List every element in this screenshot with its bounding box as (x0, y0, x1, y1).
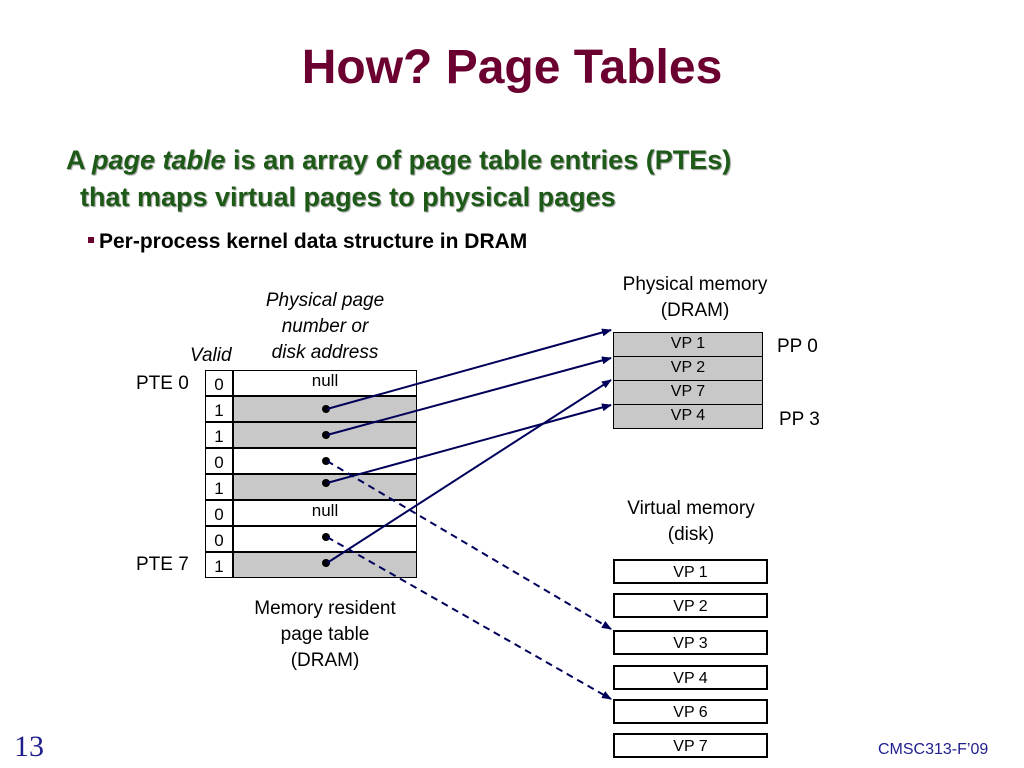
page-table-top-caption: Physical page number or disk address (233, 288, 417, 366)
valid-cell: 0 (205, 370, 233, 396)
sub-bullet-text: Per-process kernel data structure in DRA… (99, 230, 528, 253)
caption-line: number or (281, 316, 369, 337)
pte-cell (233, 552, 417, 578)
virtual-page: VP 3 (613, 630, 768, 655)
caption-line: Physical memory (622, 274, 768, 295)
caption-line: (DRAM) (290, 650, 360, 671)
virtual-page: VP 1 (613, 559, 768, 584)
caption-line: Memory resident (254, 598, 396, 619)
pte-cell (233, 526, 417, 552)
virtual-memory-caption: Virtual memory (disk) (600, 496, 782, 548)
bullet-main-line2: that maps virtual pages to physical page… (80, 182, 616, 212)
bullet-prefix: A (66, 145, 92, 175)
pointer-dot (322, 559, 330, 567)
arrow-pte7-to-pp2 (326, 379, 612, 564)
arrow-pte3-to-disk-vp3 (326, 460, 612, 630)
pte-cell (233, 448, 417, 474)
virtual-page: VP 2 (613, 593, 768, 618)
page-table-bottom-caption: Memory resident page table (DRAM) (220, 596, 430, 674)
valid-cell: 0 (205, 526, 233, 552)
physical-page: VP 4 (613, 404, 763, 429)
pte0-label: PTE 0 (136, 373, 189, 394)
physical-page: VP 7 (613, 380, 763, 405)
bullet-square-icon (88, 237, 94, 244)
bullet-main-line1: A page table is an array of page table e… (66, 145, 731, 176)
caption-line: (DRAM) (660, 300, 730, 321)
valid-label: Valid (190, 345, 232, 366)
slide-number: 13 (14, 730, 44, 763)
pp0-label: PP 0 (777, 336, 818, 357)
bullet-rest: is an array of page table entries (PTEs) (225, 145, 732, 175)
arrow-pte1-to-pp0 (326, 328, 612, 410)
pointer-dot (322, 479, 330, 487)
caption-line: Virtual memory (627, 498, 755, 519)
pp3-label: PP 3 (779, 409, 820, 430)
pointer-dot (322, 405, 330, 413)
valid-cell: 1 (205, 552, 233, 578)
valid-cell: 0 (205, 448, 233, 474)
course-footer: CMSC313-F’09 (878, 741, 989, 758)
arrow-pte4-to-pp3 (326, 403, 612, 484)
pte-cell: null (233, 500, 417, 526)
arrow-pte6-to-disk-vp6 (326, 536, 612, 700)
bullet-emphasis: page table (92, 145, 226, 175)
valid-cell: 1 (205, 396, 233, 422)
valid-cell: 1 (205, 474, 233, 500)
pointer-dot (322, 431, 330, 439)
arrow-pte2-to-pp1 (326, 356, 612, 436)
virtual-page: VP 4 (613, 665, 768, 690)
pointer-dot (322, 457, 330, 465)
physical-page: VP 2 (613, 356, 763, 381)
valid-cell: 0 (205, 500, 233, 526)
pointer-dot (322, 533, 330, 541)
physical-memory-caption: Physical memory (DRAM) (600, 272, 790, 324)
virtual-page: VP 7 (613, 733, 768, 758)
caption-line: (disk) (667, 524, 715, 545)
pte-cell: null (233, 370, 417, 396)
valid-cell: 1 (205, 422, 233, 448)
slide-title: How? Page Tables (301, 41, 723, 94)
caption-line: Physical page (265, 290, 385, 311)
pte-cell (233, 474, 417, 500)
caption-line: disk address (271, 342, 379, 363)
pte7-label: PTE 7 (136, 554, 189, 575)
sub-bullet: Per-process kernel data structure in DRA… (88, 230, 527, 254)
caption-line: page table (280, 624, 370, 645)
virtual-page: VP 6 (613, 699, 768, 724)
